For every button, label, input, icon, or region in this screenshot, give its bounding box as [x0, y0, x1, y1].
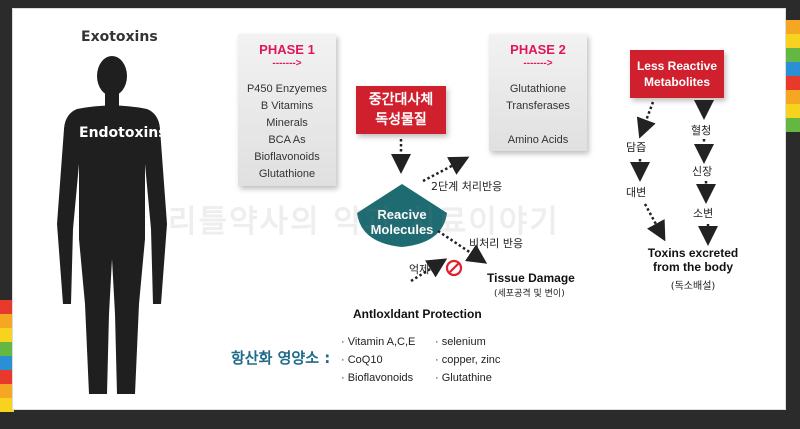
bile-label: 담즙 — [626, 141, 647, 154]
phase2-item: Glutathione — [509, 83, 567, 95]
phase2-item: Transferases — [506, 100, 570, 112]
endotoxins-label: Endotoxins — [79, 125, 167, 141]
excreted-line2: from the body — [653, 260, 733, 274]
reactive-line1: Reacive — [377, 207, 427, 222]
intermediate-line1: 중간대사체 — [368, 92, 434, 108]
intermediate-line2: 독성물질 — [375, 112, 427, 128]
phase1-item: P450 Enzyemes — [246, 83, 328, 95]
phase1-item: Bioflavonoids — [254, 151, 320, 163]
arrow-reactive-to-damage — [437, 229, 488, 264]
non-processed-label: 비처리 반응 — [469, 237, 524, 250]
arrow-suppress — [410, 258, 448, 283]
reactive-molecules-label: Reacive Molecules — [353, 207, 451, 237]
second-step-label: 2단계 처리반응 — [431, 180, 503, 193]
phase1-title: PHASE 1 — [259, 42, 315, 57]
phase2-item: Amino Acids — [507, 134, 569, 146]
kidney-label: 신장 — [692, 165, 713, 178]
suppress-label: 억제 — [409, 263, 430, 276]
antioxidant-item: · Bioflavonoids — [341, 372, 414, 384]
serum-label: 혈청 — [691, 124, 712, 137]
exotoxins-label: Exotoxins — [81, 29, 158, 45]
phase1-item: Minerals — [266, 117, 308, 129]
phase1-box: PHASE 1 -------> P450 Enzyemes B Vitamin… — [238, 34, 336, 186]
reactive-molecules-shape — [357, 184, 447, 247]
excreted-line1: Toxins excreted — [647, 246, 739, 260]
intermediate-toxin-box: 중간대사체 독성물질 — [356, 86, 446, 134]
prohibition-icon — [445, 259, 463, 277]
antioxidant-list-col1: · Vitamin A,C,E · CoQ10 · Bioflavonoids — [341, 333, 415, 387]
excretion-sub: (독소배설) — [670, 281, 716, 292]
watermark: 리틀약사의 약과 치료이야기 — [168, 204, 560, 240]
phase2-arrow: -------> — [523, 58, 553, 69]
antioxidant-item: · selenium — [435, 336, 486, 348]
phase1-arrow: -------> — [272, 58, 302, 69]
antioxidant-nutrients-label: 항산화 영양소 : — [231, 349, 331, 367]
phase2-title: PHASE 2 — [510, 42, 566, 57]
antioxidant-item: · copper, zinc — [435, 354, 501, 366]
decorative-stripes-right — [786, 20, 800, 132]
phase2-box: PHASE 2 -------> Glutathione Transferase… — [489, 34, 587, 151]
decorative-stripes-left — [0, 300, 14, 412]
phase1-item: Glutathione — [258, 168, 316, 180]
arrow-feces-to-excreted — [643, 203, 666, 242]
feces-label: 대변 — [626, 186, 647, 199]
tissue-damage-title: Tissue Damage — [487, 271, 575, 285]
phase1-item: B Vitamins — [260, 100, 314, 112]
human-silhouette — [57, 56, 167, 394]
flow-arrows — [391, 100, 718, 283]
antioxidant-list-col2: · selenium · copper, zinc · Glutathine — [435, 333, 500, 387]
urine-label: 소변 — [693, 207, 714, 220]
tissue-damage-sub: (세포공격 및 변이) — [494, 289, 565, 299]
antioxidant-item: · Glutathine — [435, 372, 492, 384]
less-reactive-line1: Less Reactive — [636, 59, 718, 73]
arrow-less-to-bile — [636, 101, 656, 139]
toxins-excreted-label: Toxins excreted from the body — [623, 246, 763, 274]
reactive-line2: Molecules — [370, 222, 434, 237]
less-reactive-line2: Metabolites — [643, 75, 710, 89]
antioxidant-item: · CoQ10 — [341, 354, 383, 366]
phase1-item: BCA As — [268, 134, 306, 146]
antioxidant-item: · Vitamin A,C,E — [341, 336, 416, 348]
less-reactive-box: Less Reactive Metabolites — [630, 50, 724, 98]
diagram-panel: Exotoxins Endotoxins PHASE 1 -------> P4… — [12, 8, 786, 410]
antioxidant-title: Antloxldant Protection — [353, 307, 482, 321]
